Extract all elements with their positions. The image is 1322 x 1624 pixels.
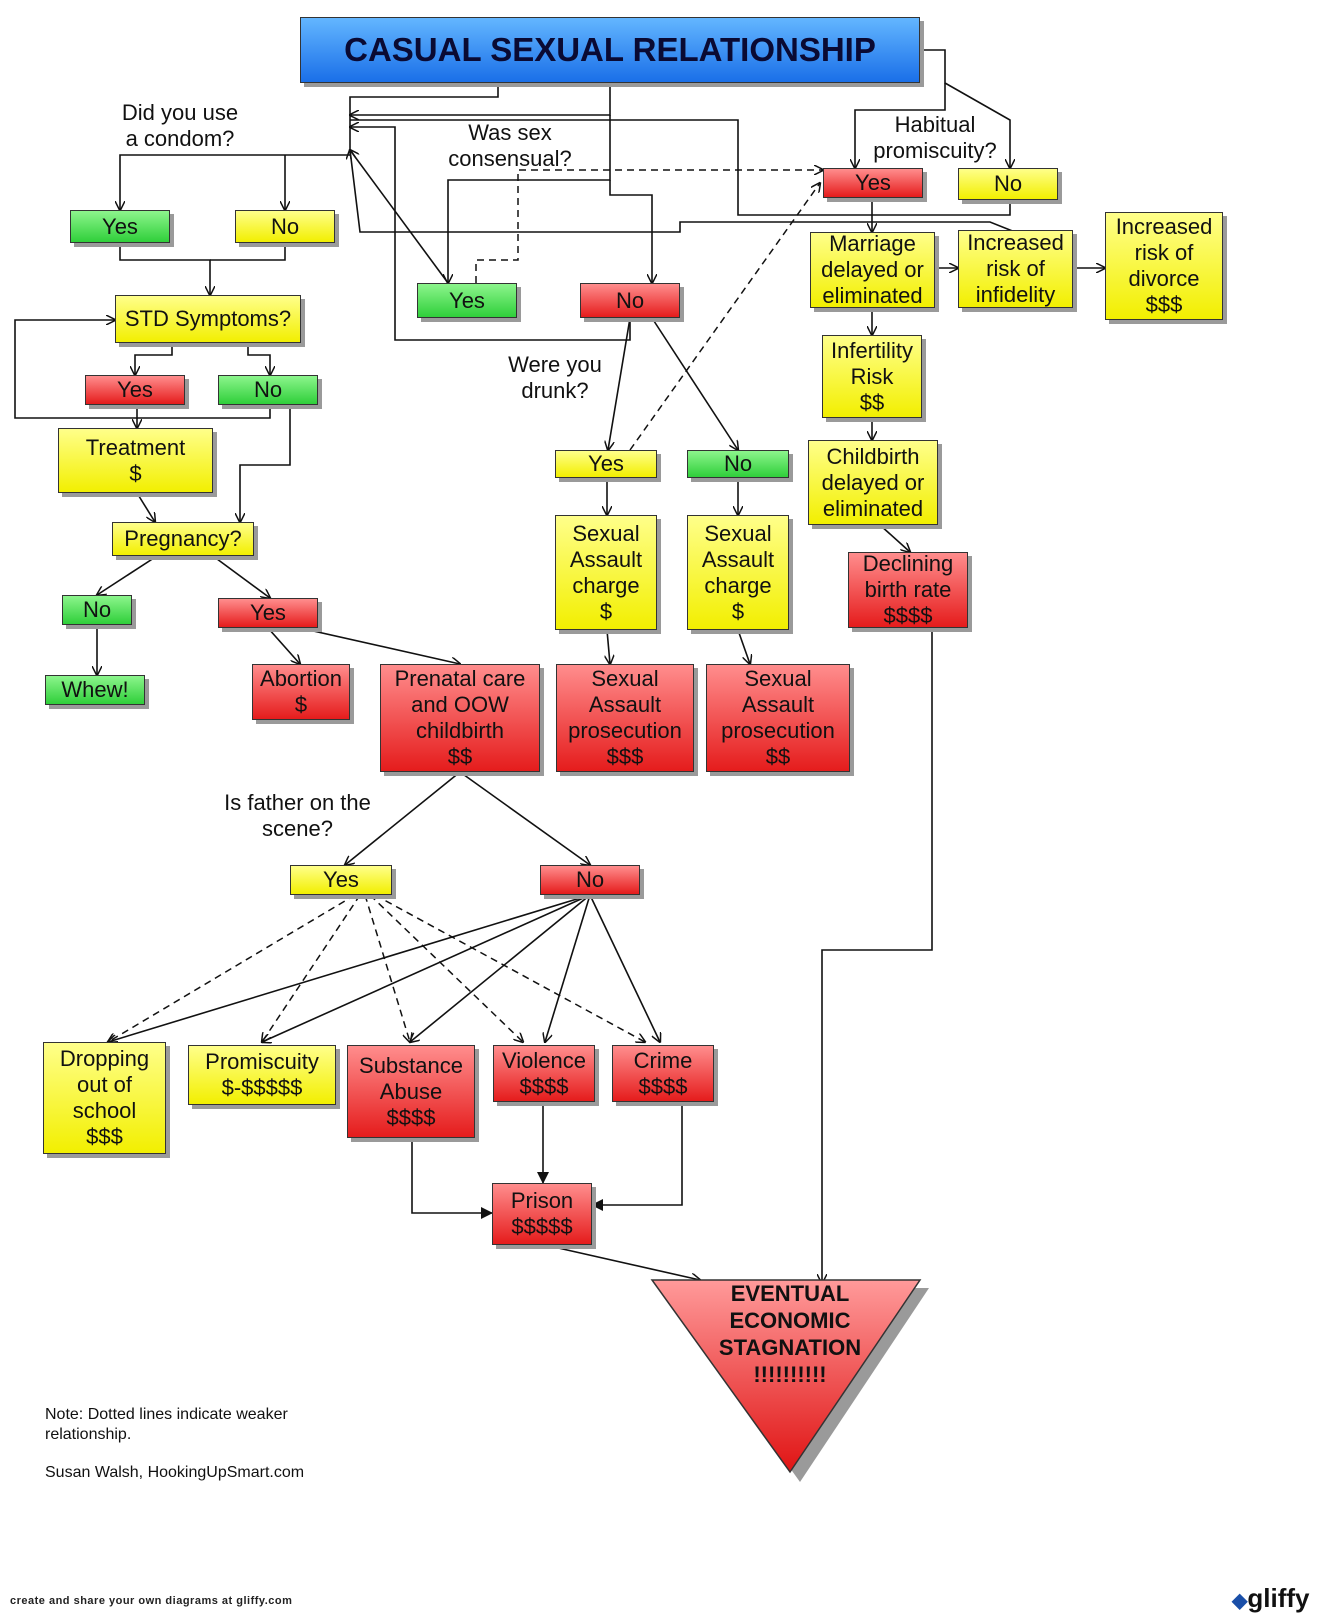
- divorce-risk: Increased risk of divorce $$$: [1105, 212, 1223, 320]
- declining-birth-rate: Declining birth rate $$$$: [848, 551, 968, 628]
- consensual-no: No: [580, 283, 680, 318]
- whew: Whew!: [45, 675, 145, 705]
- gliffy-logo: ◆gliffy: [1232, 1583, 1310, 1614]
- assault-prosecution-sober: Sexual Assault prosecution $$: [706, 664, 850, 772]
- drunk-no: No: [687, 450, 789, 478]
- std-no: No: [218, 375, 318, 405]
- prenatal-care: Prenatal care and OOW childbirth $$: [380, 664, 540, 772]
- pregnancy-no: No: [62, 595, 132, 625]
- std-symptoms: STD Symptoms?: [115, 295, 301, 343]
- substance-abuse: Substance Abuse $$$$: [347, 1045, 475, 1138]
- pregnancy: Pregnancy?: [112, 522, 254, 556]
- question-condom: Did you use a condom?: [121, 100, 239, 151]
- legend-note: Note: Dotted lines indicate weaker relat…: [45, 1406, 288, 1443]
- promiscuity-outcome: Promiscuity $-$$$$$: [188, 1045, 336, 1105]
- question-consensual: Was sex consensual?: [448, 120, 572, 171]
- treatment: Treatment $: [58, 428, 213, 493]
- infertility-risk: Infertility Risk $$: [822, 335, 922, 418]
- gliffy-logo-text: gliffy: [1247, 1583, 1310, 1613]
- assault-prosecution-drunk: Sexual Assault prosecution $$$: [556, 664, 694, 772]
- condom-no: No: [235, 210, 335, 243]
- assault-charge-drunk: Sexual Assault charge $: [555, 515, 657, 630]
- violence: Violence $$$$: [493, 1045, 595, 1102]
- std-yes: Yes: [85, 375, 185, 405]
- father-no: No: [540, 865, 640, 895]
- question-drunk: Were you drunk?: [508, 352, 602, 403]
- drunk-yes: Yes: [555, 450, 657, 478]
- stagnation-label: EVENTUAL ECONOMIC STAGNATION !!!!!!!!!!: [718, 1281, 862, 1387]
- assault-charge-sober: Sexual Assault charge $: [687, 515, 789, 630]
- diagram-title: CASUAL SEXUAL RELATIONSHIP: [300, 17, 920, 83]
- prison: Prison $$$$$: [492, 1183, 592, 1245]
- marriage-delayed: Marriage delayed or eliminated: [810, 231, 935, 308]
- infidelity-risk: Increased risk of infidelity: [958, 230, 1073, 308]
- pregnancy-yes: Yes: [218, 598, 318, 628]
- consensual-yes: Yes: [417, 283, 517, 318]
- crime: Crime $$$$: [612, 1045, 714, 1102]
- childbirth-delayed: Childbirth delayed or eliminated: [808, 440, 938, 525]
- promiscuity-yes: Yes: [823, 168, 923, 198]
- father-yes: Yes: [290, 865, 392, 895]
- footer-text: create and share your own diagrams at gl…: [10, 1595, 293, 1607]
- condom-yes: Yes: [70, 210, 170, 243]
- dropping-out: Dropping out of school $$$: [43, 1042, 166, 1154]
- credit: Susan Walsh, HookingUpSmart.com: [45, 1464, 305, 1481]
- question-father: Is father on the scene?: [224, 790, 371, 841]
- gliffy-logo-icon: ◆: [1232, 1590, 1248, 1612]
- abortion: Abortion $: [252, 664, 350, 720]
- question-promiscuity: Habitual promiscuity?: [873, 112, 997, 163]
- stagnation-triangle: [650, 1279, 922, 1474]
- promiscuity-no: No: [958, 168, 1058, 200]
